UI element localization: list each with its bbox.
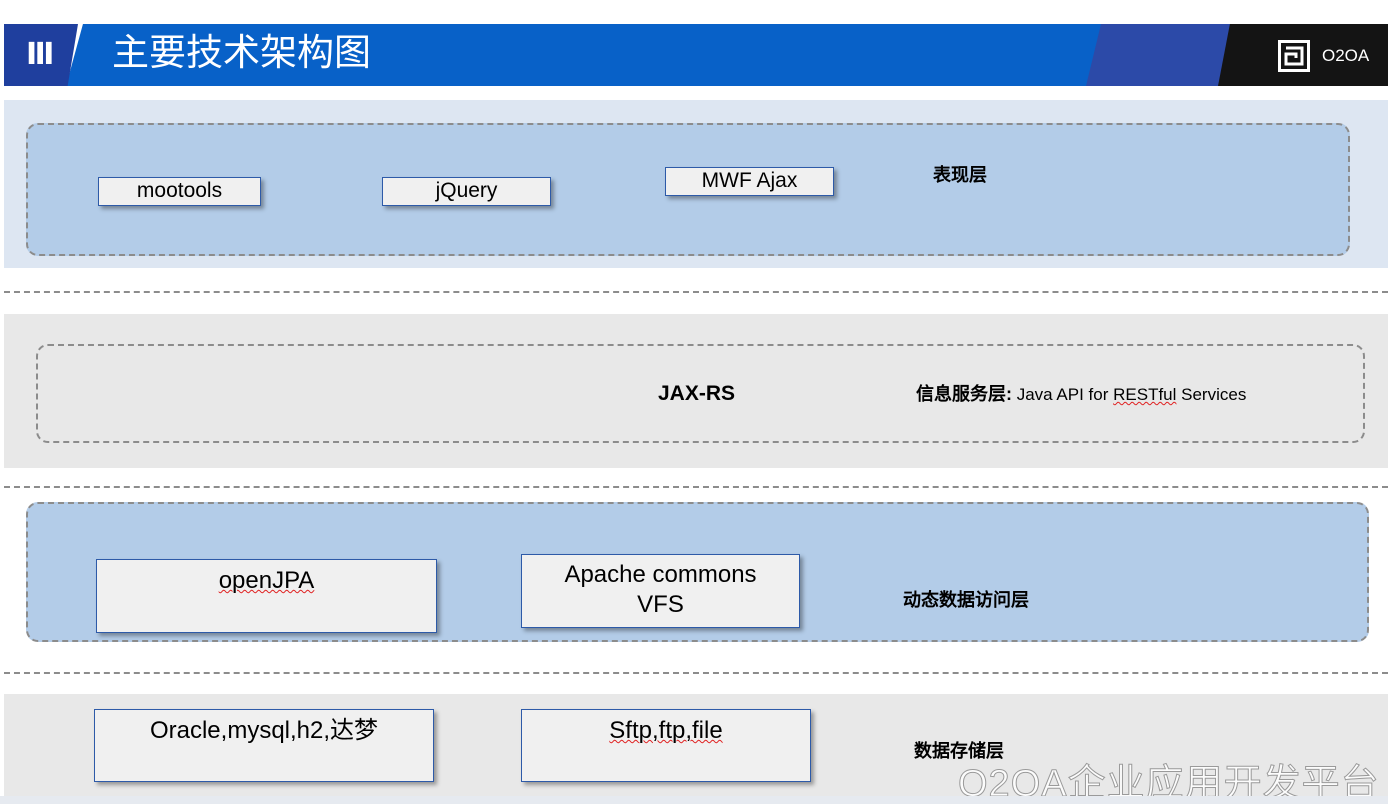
presentation-layer-frame: mootools jQuery MWF Ajax 表现层: [26, 123, 1350, 256]
file-storage-box: Sftp,ftp,file: [521, 709, 811, 782]
layer-divider: [4, 486, 1388, 488]
page-title: 主要技术架构图: [112, 32, 371, 73]
banner-accent: [1086, 24, 1236, 86]
o2oa-logo-icon: [1278, 40, 1310, 72]
section-number: Ⅲ: [4, 24, 78, 86]
layer-divider: [4, 672, 1388, 674]
jquery-box: jQuery: [382, 177, 551, 206]
layer-divider: [4, 291, 1388, 293]
data-access-layer-label: 动态数据访问层: [903, 590, 1029, 610]
bottom-edge: [0, 796, 1388, 804]
apache-vfs-line2: VFS: [637, 591, 684, 618]
service-layer-desc-suffix: Services: [1176, 385, 1247, 404]
file-storage-text: Sftp,ftp,file: [609, 717, 723, 744]
mootools-box: mootools: [98, 177, 261, 206]
presentation-layer-label: 表现层: [933, 165, 987, 185]
openjpa-text: openJPA: [218, 567, 315, 594]
service-layer-name: 信息服务层:: [916, 384, 1012, 404]
mwf-ajax-box: MWF Ajax: [665, 167, 834, 196]
apache-vfs-box: Apache commons VFS: [521, 554, 800, 628]
data-access-layer-frame: openJPA Apache commons VFS 动态数据访问层: [26, 502, 1369, 642]
service-layer-frame: JAX-RS 信息服务层: Java API for RESTful Servi…: [36, 344, 1365, 443]
title-banner: [66, 24, 1126, 86]
service-layer-desc-prefix: Java API for: [1012, 385, 1114, 404]
service-layer-desc-restful: RESTful: [1113, 385, 1177, 404]
apache-vfs-line1: Apache commons: [564, 561, 757, 588]
openjpa-box: openJPA: [96, 559, 437, 633]
database-box: Oracle,mysql,h2,达梦: [94, 709, 434, 782]
jax-rs-label: JAX-RS: [658, 382, 736, 405]
storage-layer-label: 数据存储层: [914, 741, 1004, 761]
service-layer-label: 信息服务层: Java API for RESTful Services: [916, 380, 1246, 406]
brand-name: O2OA: [1322, 46, 1370, 65]
